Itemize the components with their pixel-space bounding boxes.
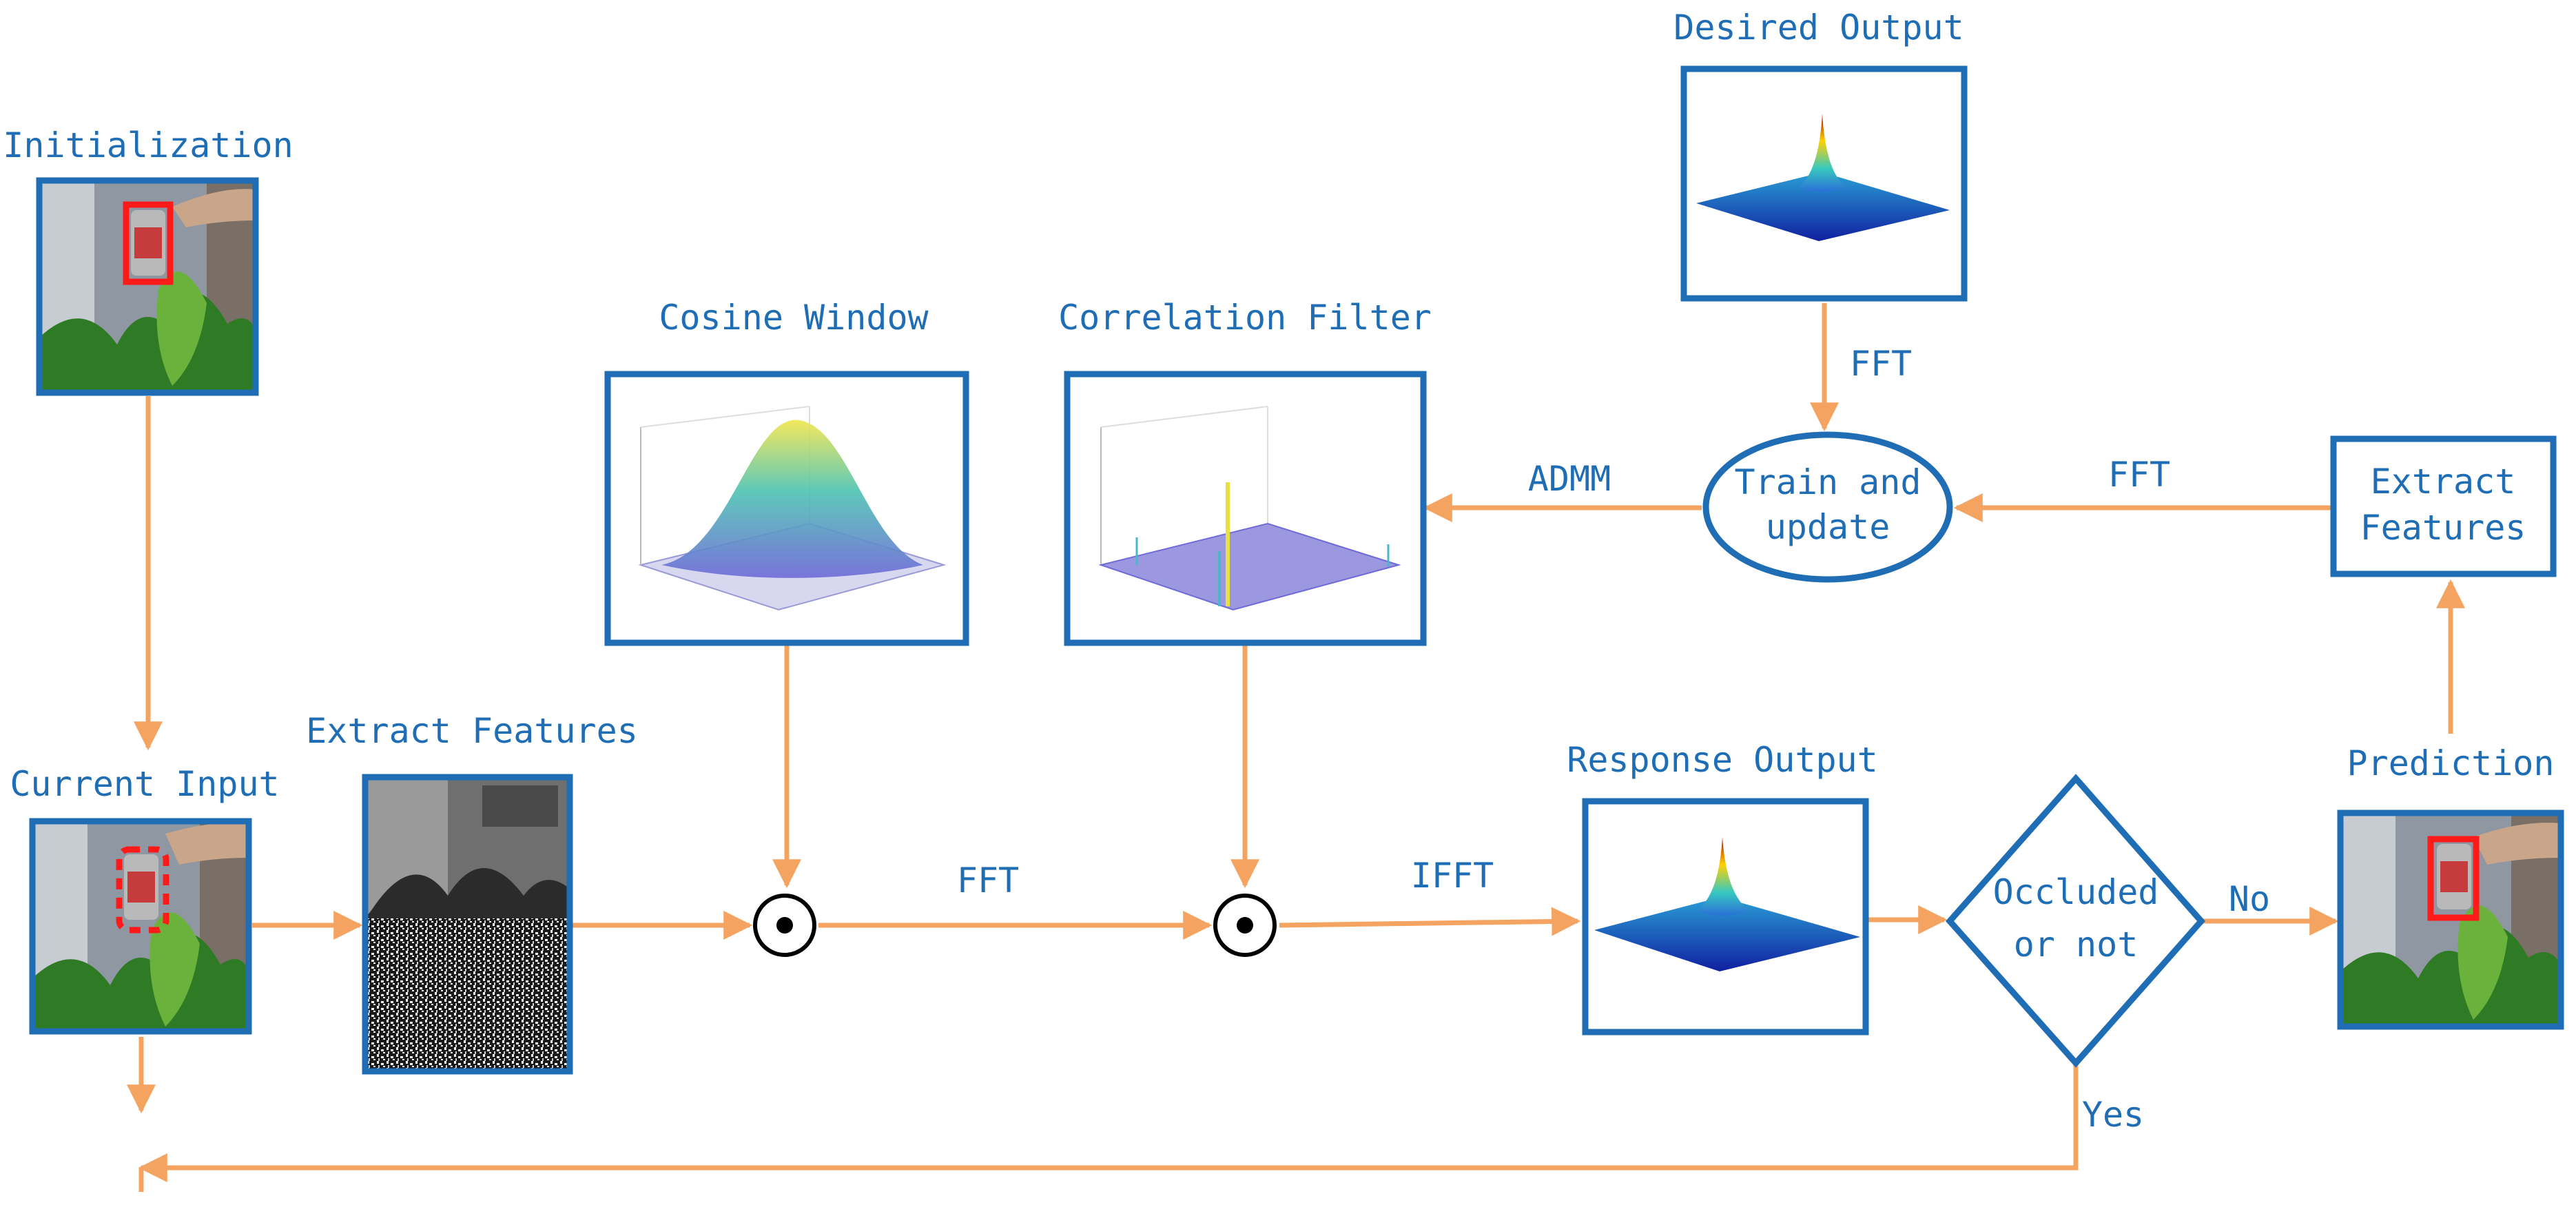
initialization-frame (36, 177, 259, 396)
extract-features-node: Extract Features (2330, 435, 2557, 577)
correlation-filter-box (1064, 371, 1427, 646)
label-initialization: Initialization (3, 125, 293, 165)
surface-plot-icon (1696, 114, 1950, 241)
occluded-decision-node: Occluded or not (1945, 774, 2205, 1068)
train-and-update-node: Train and update (1702, 431, 1953, 583)
label-prediction: Prediction (2347, 743, 2554, 783)
surface-plot-icon (1098, 406, 1401, 611)
response-output-box (1582, 798, 1869, 1035)
surface-plot-icon (638, 406, 947, 611)
video-frame-icon (32, 821, 249, 1031)
elementwise-product-1 (753, 894, 816, 957)
predicted-bbox (2427, 836, 2480, 921)
occluded-label-line1: Occluded (1993, 872, 2159, 912)
label-cosine-window: Cosine Window (659, 298, 929, 338)
occluded-label-line2: or not (2014, 925, 2139, 965)
train-label-line1: Train and (1735, 462, 1921, 502)
video-frame-icon (39, 181, 256, 393)
extract-label-line2: Features (2360, 508, 2526, 548)
edge-label-fft-extract: FFT (2108, 455, 2170, 495)
edge-product2-to-response (1279, 907, 1581, 936)
edge-occluded-feedback (138, 1063, 2079, 1182)
label-response-output: Response Output (1567, 740, 1878, 780)
edge-label-fft-desired: FFT (1850, 344, 1912, 384)
prediction-frame-border (2337, 810, 2564, 1030)
feature-map-border (362, 774, 573, 1075)
feature-map-icon (362, 774, 573, 1075)
label-current-input: Current Input (10, 764, 279, 804)
prediction-frame (2337, 810, 2564, 1030)
cosine-window-box (604, 371, 969, 646)
edge-label-yes: Yes (2082, 1095, 2144, 1135)
current-input-frame (29, 818, 252, 1035)
label-extract-features: Extract Features (306, 711, 638, 751)
label-correlation-filter: Correlation Filter (1058, 298, 1432, 338)
surface-plot-icon (1594, 837, 1860, 971)
desired-output-box (1680, 65, 1968, 302)
edge-label-no: No (2229, 879, 2270, 919)
edge-label-fft-mid: FFT (957, 861, 1019, 900)
current-input-frame-border (29, 818, 252, 1035)
label-desired-output: Desired Output (1673, 8, 1964, 48)
edges (127, 303, 2465, 1192)
target-bbox (123, 201, 174, 285)
extract-label-line1: Extract (2371, 462, 2516, 502)
initialization-frame-border (36, 177, 259, 396)
edge-label-ifft: IFFT (1411, 856, 1494, 896)
edge-label-admm: ADMM (1528, 459, 1611, 499)
train-label-line2: update (1766, 507, 1890, 547)
edge-labels: FFT IFFT ADMM FFT FFT No Yes (957, 344, 2270, 1135)
elementwise-product-2 (1213, 894, 1277, 957)
